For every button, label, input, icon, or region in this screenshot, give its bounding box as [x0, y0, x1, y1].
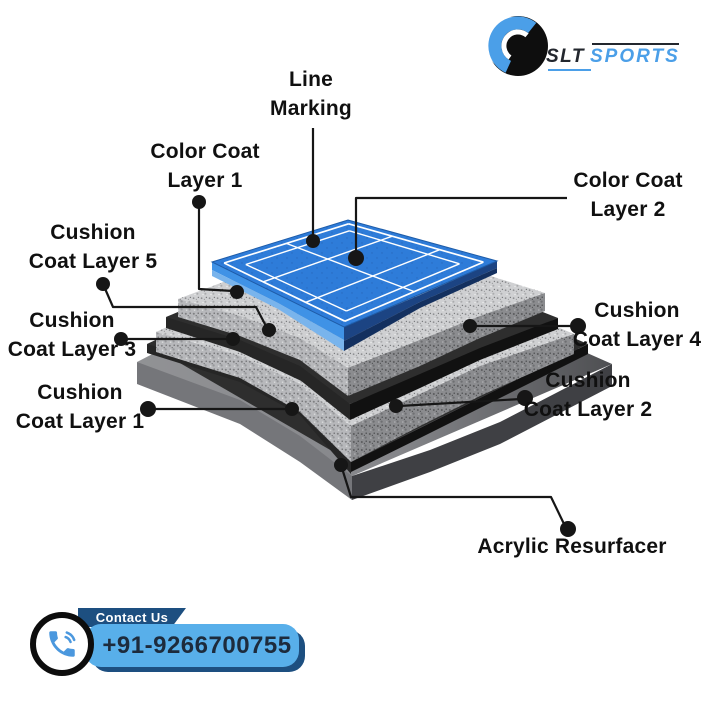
contact-ribbon: Contact Us [78, 608, 186, 627]
label-cushion-coat-2: Cushion Coat Layer 2 [523, 369, 653, 421]
phone-icon [49, 631, 76, 657]
label-cushion-coat-5: Cushion Coat Layer 5 [28, 221, 158, 273]
phone-number: +91-9266700755 [102, 631, 292, 659]
court-line-marking [223, 222, 484, 322]
logo-rules [548, 43, 679, 71]
label-cushion-coat-1: Cushion Coat Layer 1 [15, 381, 145, 433]
leader-lines [101, 128, 574, 527]
brand-name-secondary: SPORTS [589, 46, 680, 67]
label-line-marking: Line Marking [270, 68, 352, 120]
contact-label: Contact Us [95, 610, 169, 625]
label-cushion-coat-3: Cushion Coat Layer 3 [7, 309, 137, 361]
label-acrylic-resurfacer: Acrylic Resurfacer [477, 535, 667, 558]
slt-s-mark-icon [485, 16, 548, 76]
label-color-coat-1: Color Coat Layer 1 [150, 140, 260, 192]
phone-button[interactable] [30, 612, 94, 676]
label-color-coat-2: Color Coat Layer 2 [573, 169, 683, 221]
phone-pill[interactable]: +91-9266700755 [85, 624, 299, 667]
label-cushion-coat-4: Cushion Coat Layer 4 [572, 299, 702, 351]
layer-court-slab [210, 219, 499, 351]
brand-name-primary: SLT [546, 46, 585, 67]
leader-dots [96, 195, 586, 537]
